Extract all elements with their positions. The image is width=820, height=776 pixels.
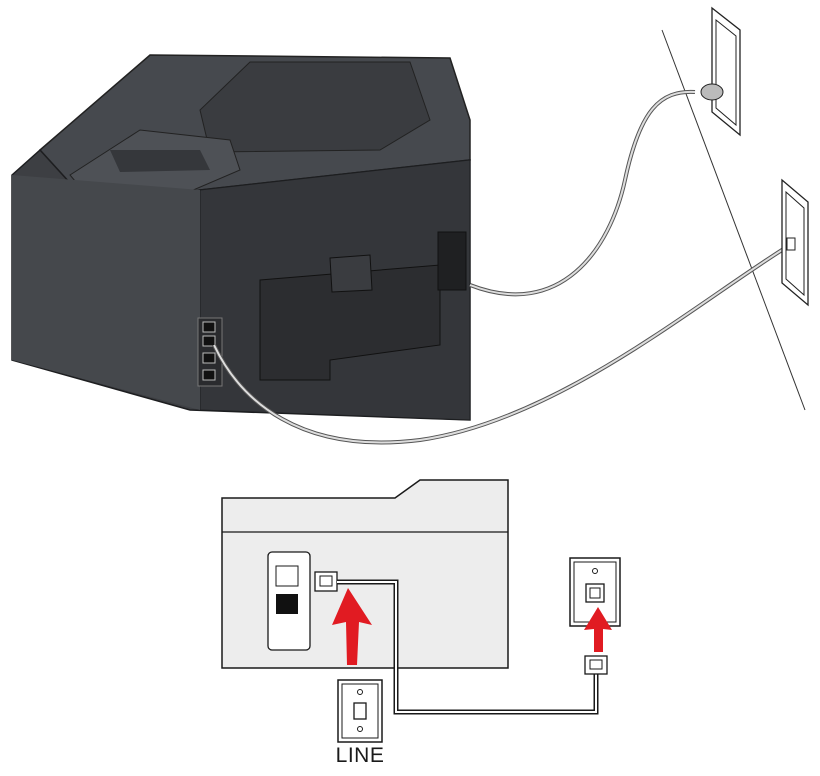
phone-cable-top-inner [213,244,791,444]
power-cord [469,89,696,297]
red-arrow-icon [332,588,372,665]
line-wall-jack-icon [337,679,383,743]
power-cord-inner [469,90,696,296]
printer-back-panel [221,479,509,669]
line-label: LINE [335,744,385,767]
power-outlet-icon [700,6,741,137]
rj11-plug-icon [584,655,608,675]
red-arrow-icon [584,607,612,652]
phone-jack-icon [781,178,809,307]
printer-illustration [11,54,471,421]
printer-port-group [267,551,311,651]
line-port-icon [314,571,338,592]
